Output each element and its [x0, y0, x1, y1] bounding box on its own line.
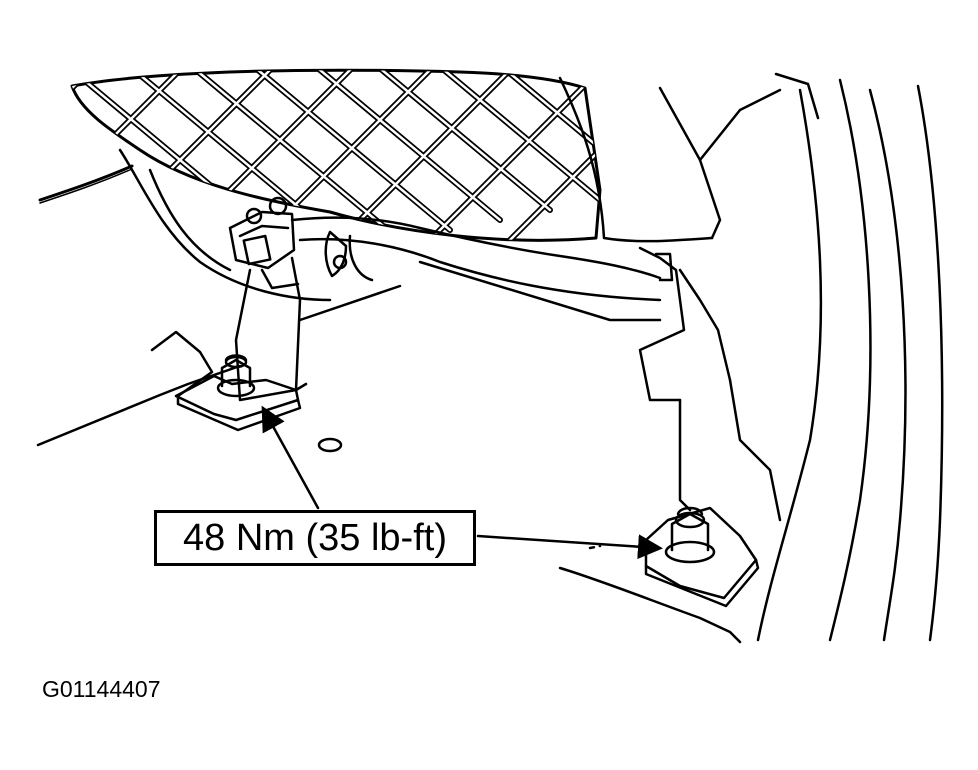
torque-spec-label: 48 Nm (35 lb-ft) [183, 516, 447, 559]
wire [38, 164, 134, 202]
left-bolt-mount [150, 330, 302, 432]
floor-pan [36, 284, 742, 644]
seat-net [70, 68, 602, 242]
figure-id: G01144407 [42, 676, 161, 702]
seat-back-trim [558, 72, 820, 402]
right-bolt-mount [644, 506, 760, 608]
torque-spec-callout: 48 Nm (35 lb-ft) [154, 510, 476, 566]
door-sill-panel [678, 78, 944, 642]
seat-track [290, 216, 662, 322]
right-leader-arrow [476, 534, 663, 560]
seat-latch-bracket [228, 196, 308, 402]
left-leader-arrow [261, 405, 320, 510]
